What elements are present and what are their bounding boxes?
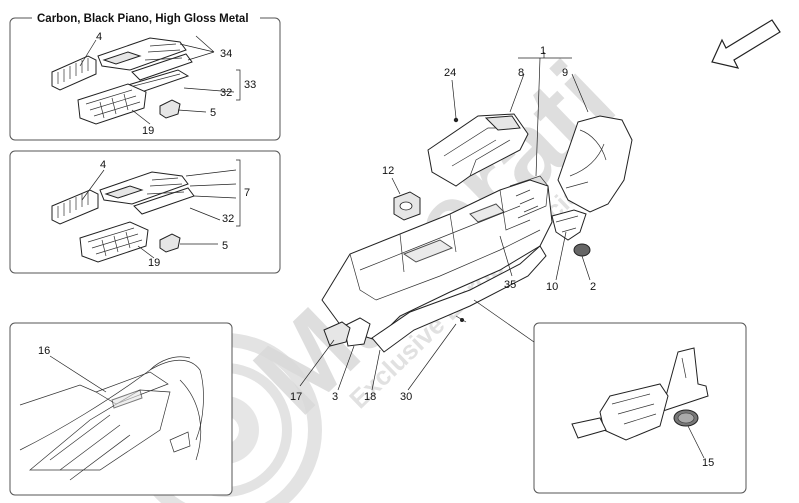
arrow-down-left-icon: [711, 19, 781, 69]
detail-box-title: Carbon, Black Piano, High Gloss Metal: [37, 13, 249, 25]
callout-4b: 4: [100, 159, 106, 171]
callout-1: 1: [540, 45, 546, 57]
part-12-cup-holder: [393, 191, 421, 221]
callout-17: 17: [290, 391, 302, 403]
part-19-tray-2: [79, 221, 149, 263]
console-body: [321, 175, 553, 341]
part-19-tray: [77, 83, 147, 125]
part-15-grommet: [673, 409, 699, 427]
part-5-clip: [159, 99, 181, 119]
part-9-cover: [557, 115, 633, 213]
callout-8: 8: [518, 67, 524, 79]
callout-4: 4: [96, 31, 102, 43]
callout-16: 16: [38, 345, 50, 357]
callout-32: 32: [220, 87, 232, 99]
part-5-clip-2: [159, 233, 181, 253]
part-7-trim: [99, 171, 195, 215]
callout-12: 12: [382, 165, 394, 177]
callout-24: 24: [444, 67, 456, 79]
part-24-screw: [453, 117, 459, 123]
callout-2: 2: [590, 281, 596, 293]
detail-box-location: 16: [9, 322, 233, 496]
part-34-trim: [97, 37, 193, 81]
callout-3: 3: [332, 391, 338, 403]
callout-32b: 32: [222, 213, 234, 225]
callout-10: 10: [546, 281, 558, 293]
detail-box-bracket: 15: [533, 322, 747, 494]
part-18-side-trim: [371, 245, 547, 353]
callout-5b: 5: [222, 240, 228, 252]
car-interior-sketch: [19, 356, 204, 481]
detail-box-carbon: Carbon, Black Piano, High Gloss Metal: [9, 9, 281, 141]
callout-5: 5: [210, 107, 216, 119]
callout-34: 34: [220, 48, 232, 60]
part-30-screw: [455, 315, 467, 323]
callout-19: 19: [142, 125, 154, 137]
callout-33: 33: [244, 79, 256, 91]
part-4-grille-2: [51, 189, 99, 225]
main-console-assembly: 1 8 9 24 12 35 10 2 17 3 18 30: [290, 45, 633, 403]
part-10-bracket: [551, 209, 587, 241]
part-3-pocket: [343, 317, 371, 347]
callout-7: 7: [244, 187, 250, 199]
part-4-grille: [51, 55, 97, 91]
part-2-grille: [573, 243, 591, 257]
detail-box-standard: 4 7 32 5 19: [9, 150, 281, 274]
callout-30: 30: [400, 391, 412, 403]
callout-15: 15: [702, 457, 714, 469]
callout-18: 18: [364, 391, 376, 403]
callout-35: 35: [504, 279, 516, 291]
callout-19b: 19: [148, 257, 160, 269]
part-bracket: [571, 347, 709, 441]
part-17-insert: [323, 321, 351, 347]
callout-9: 9: [562, 67, 568, 79]
part-8-armrest-lid: [427, 113, 529, 187]
